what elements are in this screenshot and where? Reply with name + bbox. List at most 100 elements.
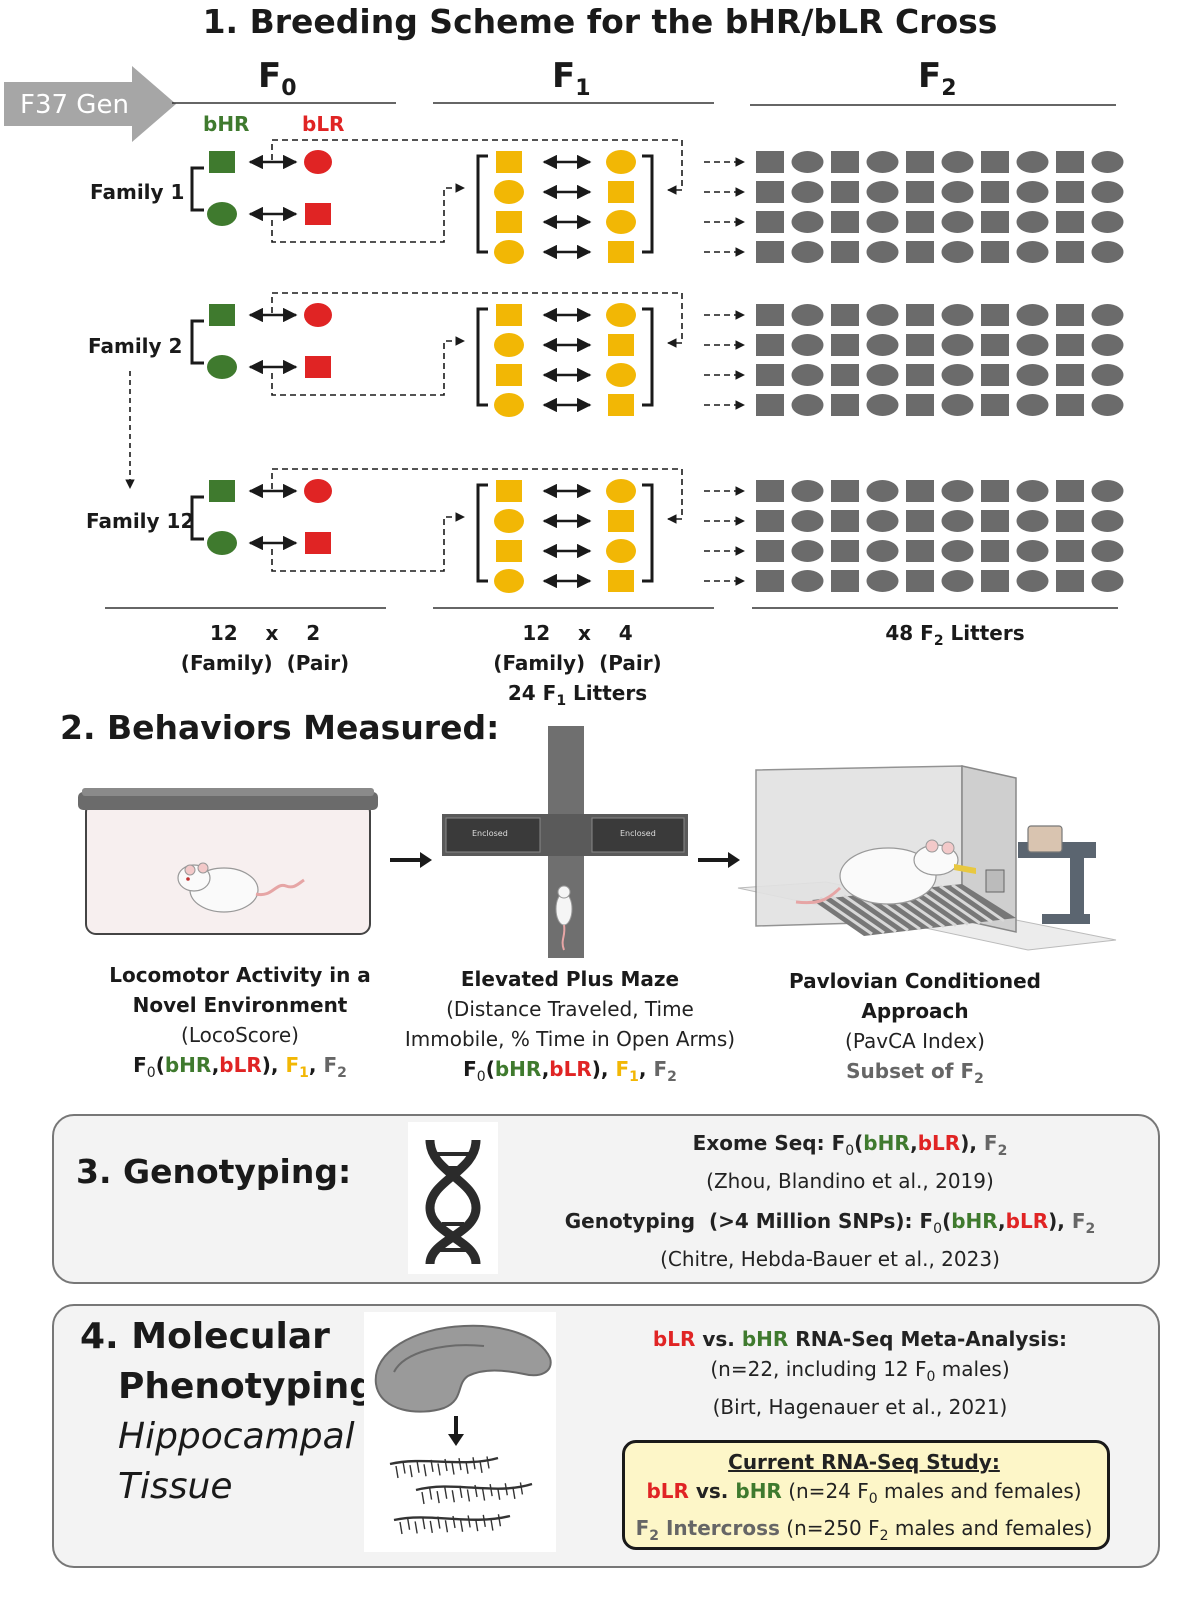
rna-tick <box>444 1520 449 1533</box>
rna-tick <box>395 1465 399 1479</box>
family-1-f2-pup-2-7-circle <box>1016 211 1049 233</box>
family-2-f2-pup-1-3-circle <box>866 334 899 356</box>
family-3-f2-pup-0-7-circle <box>1016 480 1049 502</box>
family-3-f2-pup-0-3-circle <box>866 480 899 502</box>
family-3-f2-pup-1-0-square <box>756 510 784 532</box>
family-1-cross-link-top <box>271 139 683 195</box>
family-1-f2-pup-2-9-circle <box>1091 211 1124 233</box>
rna-tick <box>489 1484 493 1497</box>
family-1-f2-pup-2-8-square <box>1056 211 1084 233</box>
family-3-cross-link-bottom <box>271 512 465 572</box>
family-2-f2-pup-2-8-square <box>1056 364 1084 386</box>
rna-tick <box>444 1486 448 1499</box>
family-1-f2-pup-2-1-circle <box>791 211 824 233</box>
family-3-blr-female-circle <box>304 479 332 503</box>
rna-tick <box>474 1484 478 1498</box>
rna-tick <box>519 1482 524 1495</box>
family-1-f1-left-1-circle <box>494 180 524 204</box>
rna-tick <box>402 1461 406 1474</box>
family-2-f2-pup-0-8-square <box>1056 304 1084 326</box>
rna-tick <box>481 1488 486 1501</box>
family-3-cross-link-top <box>271 468 683 524</box>
family-2-f2-pup-0-9-circle <box>1091 304 1124 326</box>
floor-bar <box>951 883 1005 923</box>
family-1-cross-link-bottom <box>271 183 465 243</box>
maze-enclosed-label-right: Enclosed <box>620 829 656 838</box>
family-2-f2-pup-2-5-circle <box>941 364 974 386</box>
family-3-f2-pup-1-5-circle <box>941 510 974 532</box>
rna-tick <box>465 1461 469 1474</box>
f0-count: 12 x 2 (Family) (Pair) <box>180 621 350 675</box>
family-3-f2-pup-3-8-square <box>1056 570 1084 592</box>
family-3-f2-pup-0-8-square <box>1056 480 1084 502</box>
family-2-f2-pup-1-7-circle <box>1016 334 1049 356</box>
family-1-f2-pup-3-3-circle <box>866 241 899 263</box>
family-2-f1-left-3-circle <box>494 393 524 417</box>
family-3-f2-pup-1-6-square <box>981 510 1009 532</box>
family-2-f2-pup-1-6-square <box>981 334 1009 356</box>
family-3-f1-left-0-square <box>496 480 522 502</box>
family-1-f1-bracket-right <box>642 154 654 254</box>
family-2-f2-pup-1-8-square <box>1056 334 1084 356</box>
family-3-f1-right-2-circle <box>606 539 636 563</box>
family-2-f2-pup-2-1-circle <box>791 364 824 386</box>
family-1-f1-left-3-circle <box>494 240 524 264</box>
novel-cage-illustration <box>78 788 378 935</box>
rna-tick <box>436 1491 440 1504</box>
rna-tick <box>497 1514 502 1527</box>
behavior-locomotor: Locomotor Activity in a Novel Environmen… <box>109 963 371 1081</box>
family-2-f1-right-2-circle <box>606 363 636 387</box>
family-3-f1-right-1-square <box>608 510 634 532</box>
family-2-f2-pup-2-9-circle <box>1091 364 1124 386</box>
family-2-f2-pup-1-2-square <box>831 334 859 356</box>
behavior-pavlovian: Pavlovian Conditioned Approach (PavCA In… <box>789 969 1041 1087</box>
rna-tick <box>437 1516 441 1529</box>
family-1-f2-pup-2-4-square <box>906 211 934 233</box>
family-1-f2-pup-1-9-circle <box>1091 181 1124 203</box>
family-3-f0-bracket <box>190 495 204 541</box>
family-3-f2-pup-0-0-square <box>756 480 784 502</box>
f1-count: 12 x 4 (Family) (Pair) 24 F1 Litters <box>493 621 662 709</box>
maze-enclosed-label-left: Enclosed <box>472 829 508 838</box>
family-2-f2-pup-2-3-circle <box>866 364 899 386</box>
family-3-f1-right-3-square <box>608 570 634 592</box>
rna-tick <box>486 1456 490 1469</box>
family-3-f2-pup-3-4-square <box>906 570 934 592</box>
family-2-f2-pup-3-6-square <box>981 394 1009 416</box>
rna-tick <box>459 1485 463 1498</box>
section1-title: 1. Breeding Scheme for the bHR/bLR Cross <box>202 2 998 41</box>
family-3-f2-pup-1-9-circle <box>1091 510 1124 532</box>
rna-tick <box>467 1515 471 1528</box>
rna-tick <box>479 1460 483 1473</box>
family-2-blr-female-circle <box>304 303 332 327</box>
dna-icon <box>408 1122 498 1274</box>
family-3-f1-left-2-square <box>496 540 522 562</box>
family-2-f2-pup-2-6-square <box>981 364 1009 386</box>
family-2-f2-pup-2-4-square <box>906 364 934 386</box>
family-3-f2-pup-2-7-circle <box>1016 540 1049 562</box>
family-2-f2-pup-3-9-circle <box>1091 394 1124 416</box>
family-2-f2-pup-0-2-square <box>831 304 859 326</box>
rna-tick <box>414 1521 418 1534</box>
family-3-f2-pup-0-2-square <box>831 480 859 502</box>
family-1-f0-bracket <box>190 166 204 212</box>
family-2-f2-pup-0-0-square <box>756 304 784 326</box>
family-3-f2-pup-2-6-square <box>981 540 1009 562</box>
elevated-plus-maze-illustration <box>442 726 688 958</box>
family-3-f2-pup-3-9-circle <box>1091 570 1124 592</box>
family-3-f2-pup-2-8-square <box>1056 540 1084 562</box>
blr-label: bLR <box>302 112 345 136</box>
family-1-f2-pup-1-1-circle <box>791 181 824 203</box>
family-3-f2-pup-2-1-circle <box>791 540 824 562</box>
rat-icon <box>177 862 305 913</box>
family-2-bhr-male-square <box>209 304 235 326</box>
family-2-f2-pup-1-4-square <box>906 334 934 356</box>
family-1-f2-pup-3-2-square <box>831 241 859 263</box>
family-2-f2-pup-2-2-square <box>831 364 859 386</box>
family-3-f2-pup-1-8-square <box>1056 510 1084 532</box>
family-1-f2-pup-0-6-square <box>981 151 1009 173</box>
family-1-f2-pup-1-8-square <box>1056 181 1084 203</box>
f1-header: F1 <box>552 56 591 101</box>
family-3-f2-pup-3-6-square <box>981 570 1009 592</box>
family-3-blr-male-square <box>305 532 331 554</box>
